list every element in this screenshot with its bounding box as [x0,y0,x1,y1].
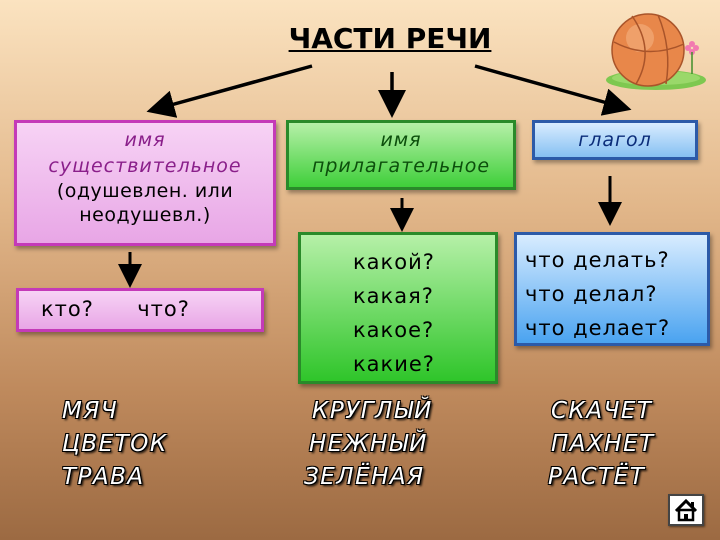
adjective-question: какая? [353,284,434,308]
home-button[interactable] [668,494,704,526]
example-word: ТРАВА [62,464,145,490]
example-word: ЗЕЛЁНАЯ [304,464,425,490]
noun-questions: кто? что? [41,297,190,321]
arrow-to-verb [474,64,632,116]
adjective-box: имя прилагательное [286,120,516,190]
noun-note-line1: (одушевлен. или [56,180,234,202]
adjective-label-line1: имя [380,129,422,151]
example-word: РАСТЁТ [548,464,646,490]
adjective-questions-box: какой? какая? какое? какие? [298,232,498,384]
arrow-to-noun [146,64,313,118]
noun-label-line2: существительное [48,155,242,177]
example-word: НЕЖНЫЙ [309,431,428,457]
verb-question: что делал? [525,282,658,306]
verb-label: глагол [578,129,652,151]
verb-questions-box: что делать? что делал? что делает? [514,232,710,346]
noun-box: имя существительное (одушевлен. или неод… [14,120,276,246]
example-word: МЯЧ [62,398,119,424]
home-icon [674,498,698,522]
verb-examples: СКАЧЕТ ПАХНЕТ РАСТЁТ [548,395,655,494]
example-word: ЦВЕТОК [62,431,168,457]
noun-label-line1: имя [124,129,166,151]
example-word: ПАХНЕТ [551,431,655,457]
page-title: ЧАСТИ РЕЧИ [288,22,492,55]
adjective-label-line2: прилагательное [311,155,491,177]
verb-question: что делает? [525,316,671,340]
adjective-question: какие? [353,352,435,376]
noun-examples: МЯЧ ЦВЕТОК ТРАВА [62,395,168,494]
adjective-question: какой? [353,250,435,274]
verb-box: глагол [532,120,698,160]
noun-note-line2: неодушевл.) [79,204,211,226]
basketball-icon [606,13,706,90]
adjective-examples: КРУГЛЫЙ НЕЖНЫЙ ЗЕЛЁНАЯ [304,395,433,494]
example-word: СКАЧЕТ [551,398,653,424]
noun-questions-box: кто? что? [16,288,264,332]
example-word: КРУГЛЫЙ [312,398,433,424]
verb-question: что делать? [525,248,670,272]
adjective-question: какое? [353,318,435,342]
